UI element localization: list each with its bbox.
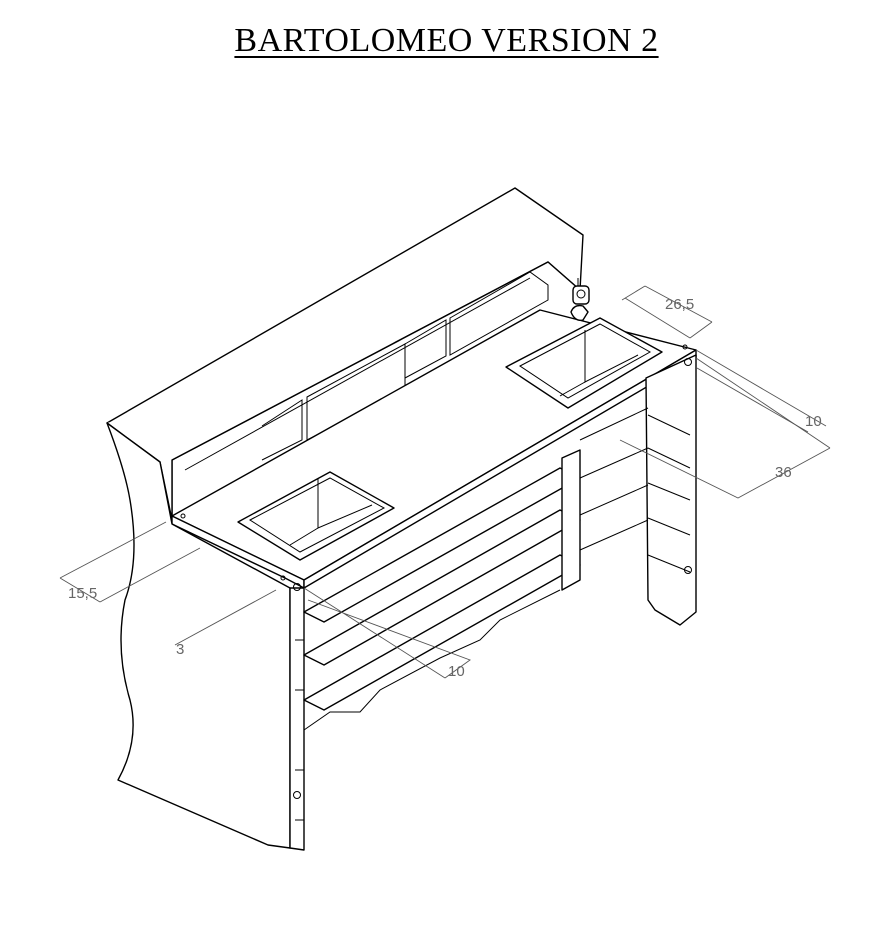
dimension-26-5: 26,5 [665, 296, 694, 313]
horizontal-slats [303, 407, 649, 731]
dimension-3: 3 [176, 641, 184, 658]
dimension-36: 36 [775, 464, 792, 481]
screw-icon [293, 791, 301, 799]
dimension-10-bottom: 10 [448, 663, 465, 680]
dimension-15-5: 15,5 [68, 585, 97, 602]
screw-icon [684, 358, 692, 366]
faucet-icon [570, 278, 590, 322]
left-sink [237, 471, 395, 561]
dimension-lines [59, 285, 831, 679]
screw-icon [180, 513, 186, 519]
dimension-10-right: 10 [805, 413, 822, 430]
drawing-title: BARTOLOMEO VERSION 2 [234, 22, 659, 59]
right-sink [505, 317, 663, 409]
screw-icon [293, 583, 301, 591]
right-end-wall [645, 354, 697, 626]
screw-icon [682, 344, 688, 350]
screw-icon [280, 575, 286, 581]
